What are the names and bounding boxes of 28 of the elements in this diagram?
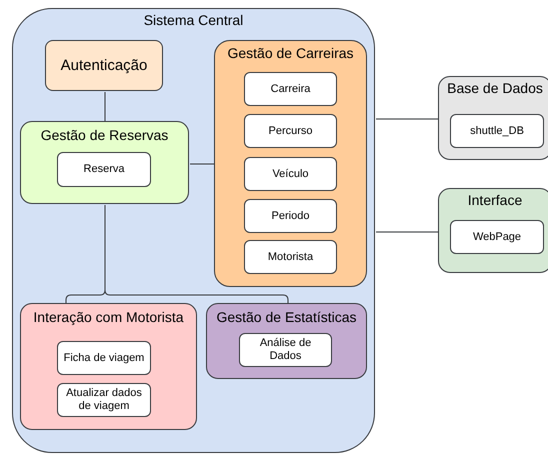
group-title: Gestão de Reservas [40, 127, 170, 143]
component-box: Carreira [244, 72, 337, 106]
component-box: Ficha de viagem [57, 341, 151, 375]
module-box: Autenticação [45, 40, 163, 91]
group-container [438, 188, 548, 273]
group-container [20, 121, 189, 204]
group-title: Base de Dados [446, 80, 544, 96]
component-box: Veículo [244, 157, 337, 191]
component-box: Percurso [244, 114, 337, 148]
connector-line [104, 92, 106, 122]
group-title: Interação com Motorista [32, 309, 185, 325]
component-box: WebPage [450, 220, 544, 254]
group-title: Gestão de Carreiras [226, 45, 355, 61]
group-container [206, 303, 367, 379]
group-container [214, 40, 367, 287]
group-title: Interface [466, 192, 524, 208]
connector-line [104, 204, 288, 304]
group-title: Gestão de Estatísticas [215, 309, 358, 325]
component-box: Análise de Dados [239, 333, 332, 367]
component-box: Atualizar dados de viagem [57, 383, 151, 417]
component-box: Motorista [244, 240, 337, 274]
connector-line [376, 118, 440, 120]
component-box: Reserva [57, 152, 151, 187]
group-title: Sistema Central [142, 12, 244, 28]
component-box: Periodo [244, 199, 337, 233]
group-container [20, 303, 197, 430]
group-container [438, 76, 548, 160]
component-box: shuttle_DB [450, 114, 544, 148]
